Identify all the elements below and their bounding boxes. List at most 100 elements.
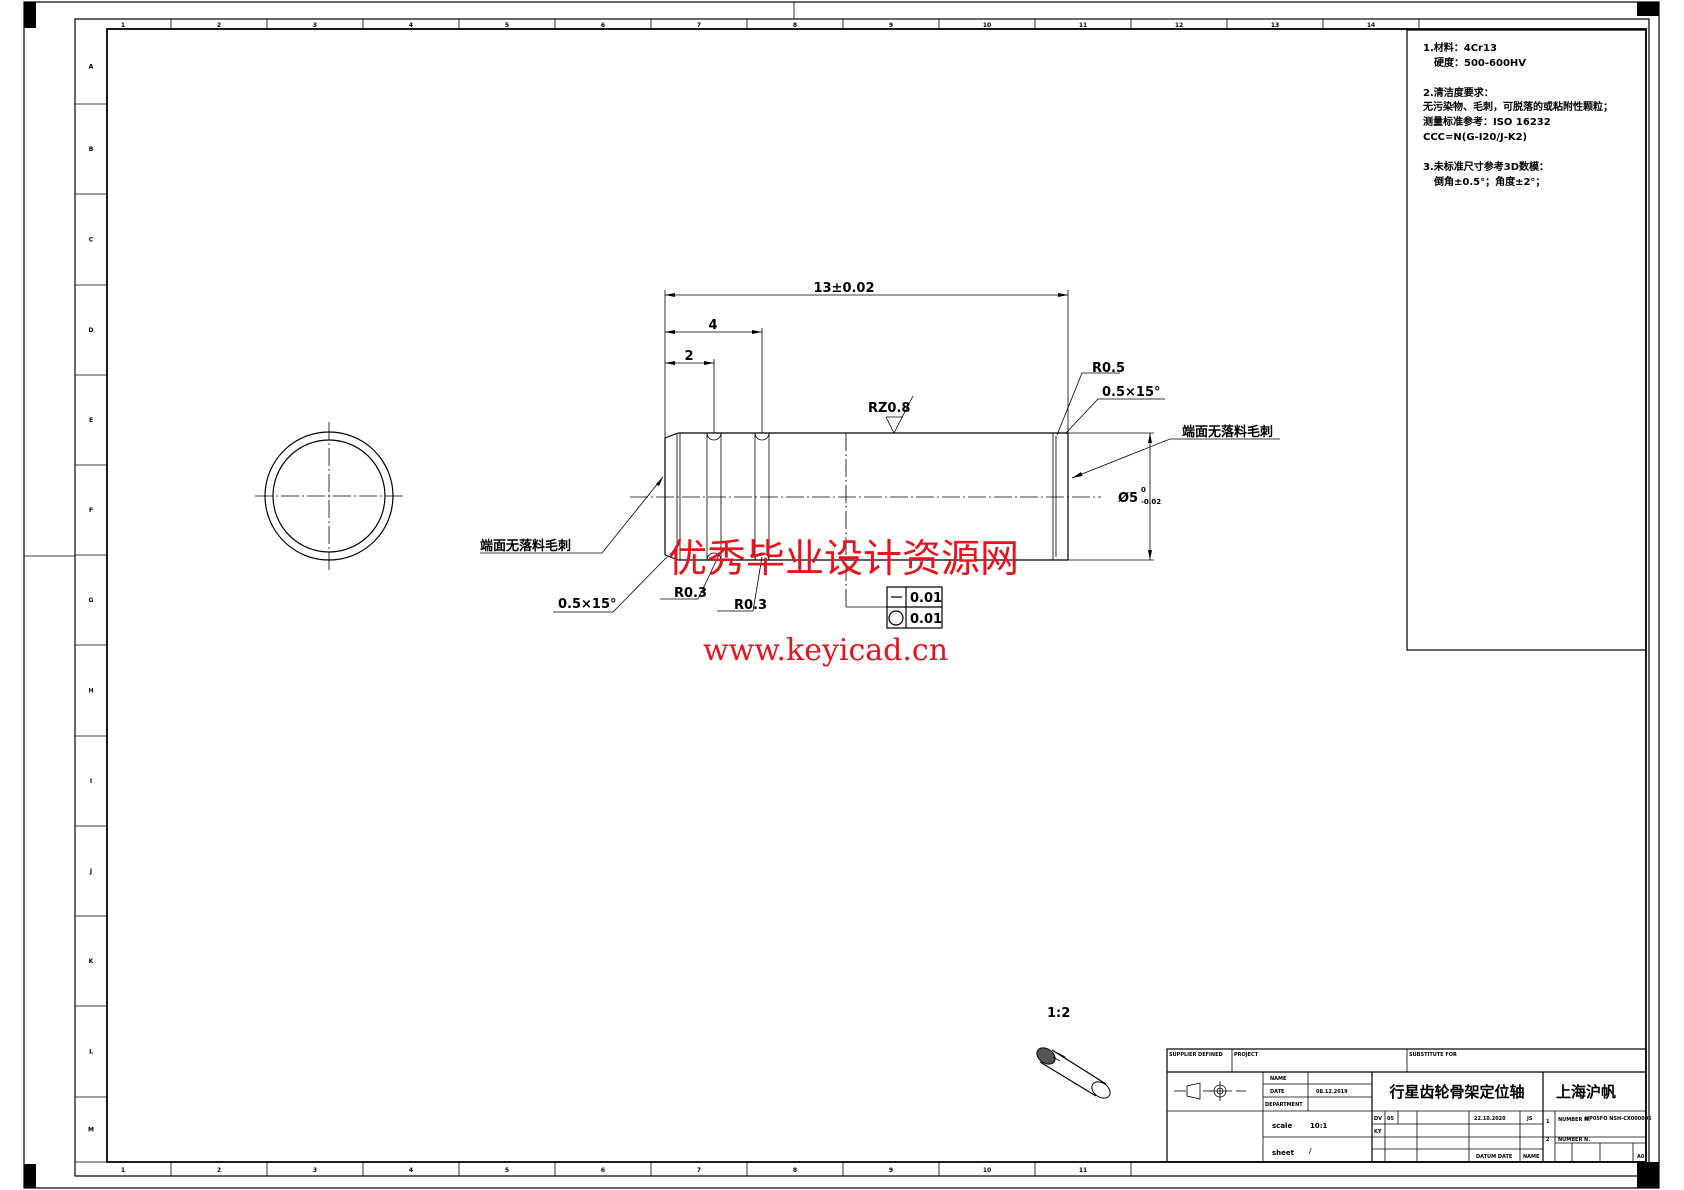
- left-ruler-label: K: [89, 958, 94, 965]
- dim-overall-length: 13±0.02: [813, 281, 874, 296]
- project-label: PROJECT: [1234, 1052, 1259, 1058]
- top-ruler-label: 9: [889, 22, 893, 29]
- chamfer-left: 0.5×15°: [558, 597, 617, 612]
- revision-date: 22.10.2020: [1474, 1116, 1506, 1122]
- left-ruler-label: M: [88, 1127, 94, 1134]
- bottom-ruler-label: 7: [697, 1167, 701, 1174]
- corner-mark: [24, 1164, 36, 1188]
- scale-value: 10:1: [1310, 1122, 1328, 1130]
- sheet-border: [23, 1, 1660, 1189]
- iso-scale-label: 1:2: [1047, 1006, 1070, 1021]
- bottom-ruler-label: 1: [121, 1167, 125, 1174]
- groove1-radius: R0.3: [674, 586, 707, 601]
- top-ruler-label: 7: [697, 22, 701, 29]
- top-ruler-label: 11: [1079, 22, 1087, 29]
- left-ruler-label: L: [89, 1049, 93, 1056]
- datum-date-label: DATUM DATE: [1476, 1154, 1513, 1160]
- corner-mark: [1637, 1162, 1659, 1188]
- corner-mark: [1637, 2, 1659, 16]
- scale-label: scale: [1272, 1122, 1292, 1130]
- bottom-ruler-label: 2: [217, 1167, 221, 1174]
- note-line: CCC=N(G-I20/J-K2): [1423, 132, 1527, 143]
- note-line: 测量标准参考：ISO 16232: [1423, 115, 1551, 128]
- iso-view: 1:2: [1036, 1006, 1111, 1099]
- left-ruler-label: B: [89, 146, 94, 153]
- top-ruler-label: 4: [409, 22, 413, 29]
- dim-groove2: 4: [708, 318, 717, 333]
- left-ruler-label: D: [89, 327, 94, 334]
- bottom-ruler-label: 11: [1079, 1167, 1087, 1174]
- watermark-url: www.keyicad.cn: [703, 633, 948, 668]
- top-ruler-label: 13: [1271, 22, 1279, 29]
- title-block: SUPPLIER DEFINED PROJECT SUBSTITUTE FOR …: [1166, 1048, 1652, 1163]
- left-ruler-label: C: [89, 237, 94, 244]
- technical-notes: 1.材料：4Cr13 硬度：500-600HV 2.清洁度要求： 无污染物、毛刺…: [1406, 29, 1647, 651]
- dv-label: DV: [1374, 1116, 1382, 1122]
- straightness-value: 0.01: [910, 591, 942, 606]
- sheet-label: sheet: [1272, 1149, 1295, 1157]
- bottom-ruler-label: 8: [793, 1167, 797, 1174]
- date-value: 08.12.2019: [1316, 1089, 1348, 1095]
- top-ruler-label: 14: [1367, 22, 1375, 29]
- name-label: NAME: [1270, 1076, 1287, 1082]
- top-ruler-label: 3: [313, 22, 317, 29]
- row2-number: 2: [1546, 1137, 1550, 1143]
- tolerance-frame: 0.01 0.01: [886, 586, 943, 629]
- sheet-value: /: [1309, 1147, 1312, 1155]
- diameter-dim: Ø5: [1118, 491, 1138, 506]
- supplier-label: SUPPLIER DEFINED: [1169, 1052, 1223, 1058]
- note-line: 倒角±0.5°；角度±2°；: [1433, 175, 1545, 188]
- diameter-tol-upper: 0: [1141, 486, 1146, 494]
- left-ruler-label: J: [89, 868, 92, 875]
- end-view: [255, 422, 403, 570]
- diameter-tol-lower: -0.02: [1141, 498, 1161, 506]
- top-ruler-label: 8: [793, 22, 797, 29]
- top-ruler-label: 10: [983, 22, 991, 29]
- left-ruler-label: F: [89, 507, 93, 514]
- dimensions: 13±0.02 4 2 RZ0.8 R0.5 0.5×15° 端面无落料毛刺 Ø…: [480, 281, 1280, 629]
- top-ruler-label: 1: [121, 22, 125, 29]
- department-label: DEPARTMENT: [1265, 1102, 1303, 1108]
- row1-label: NUMBER N.: [1558, 1117, 1590, 1123]
- left-ruler-label: A: [89, 64, 94, 71]
- bottom-ruler-label: 5: [505, 1167, 509, 1174]
- corner-mark: [24, 2, 36, 28]
- row1-value: HP05FO NSH-CX000006: [1585, 1116, 1652, 1122]
- row1-number: 1: [1546, 1119, 1550, 1125]
- bottom-ruler-label: 4: [409, 1167, 413, 1174]
- sheet-format: A0: [1637, 1154, 1645, 1160]
- watermark-cn: 优秀毕业设计资源网: [668, 537, 1019, 582]
- name-column-label: NAME: [1523, 1154, 1540, 1160]
- note-line: 无污染物、毛刺，可脱落的或粘附性颗粒；: [1422, 100, 1613, 113]
- projection-symbol-icon: [1174, 1081, 1246, 1101]
- company-name: 上海沪帆: [1556, 1083, 1616, 1101]
- shaft-side-view: [630, 432, 1101, 608]
- date-label: DATE: [1270, 1089, 1285, 1095]
- note-line: 2.清洁度要求：: [1423, 86, 1494, 99]
- row2-label: NUMBER N.: [1558, 1137, 1590, 1143]
- top-ruler-label: 2: [217, 22, 221, 29]
- chamfer-right: 0.5×15°: [1102, 385, 1161, 400]
- top-ruler-label: 6: [601, 22, 605, 29]
- bottom-ruler-label: 6: [601, 1167, 605, 1174]
- left-ruler-label: H: [88, 688, 93, 695]
- left-ruler-label: E: [89, 417, 93, 424]
- burr-note-left: 端面无落料毛刺: [480, 538, 571, 554]
- bottom-ruler-label: 10: [983, 1167, 991, 1174]
- dim-groove1: 2: [684, 349, 693, 364]
- dv-value: 05: [1387, 1116, 1394, 1122]
- note-line: 3.未标准尺寸参考3D数模：: [1423, 160, 1549, 173]
- groove2-radius: R0.3: [734, 598, 767, 613]
- substitute-label: SUBSTITUTE FOR: [1409, 1052, 1457, 1058]
- roughness-symbol: RZ0.8: [868, 401, 910, 416]
- fillet-right: R0.5: [1092, 361, 1125, 376]
- roundness-icon: [888, 610, 904, 626]
- burr-note-right: 端面无落料毛刺: [1182, 424, 1273, 440]
- top-ruler-label: 5: [505, 22, 509, 29]
- note-line: 1.材料：4Cr13: [1423, 41, 1497, 54]
- bottom-ruler-label: 9: [889, 1167, 893, 1174]
- bottom-ruler-label: 3: [313, 1167, 317, 1174]
- revision-name: JS: [1526, 1116, 1533, 1122]
